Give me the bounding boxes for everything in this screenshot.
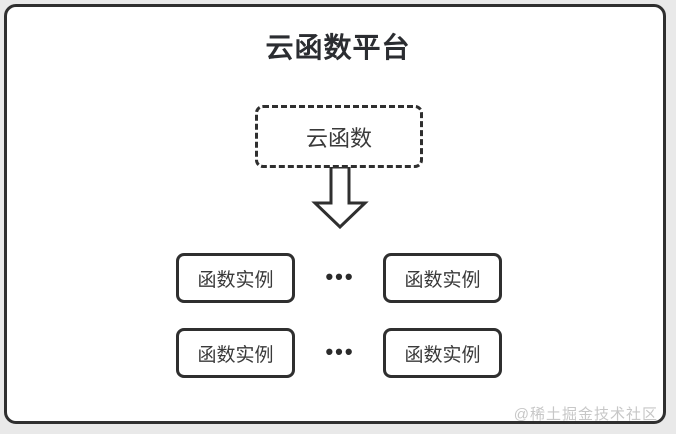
function-instance-label: 函数实例 [404,344,481,366]
page-title: 云函数平台 [265,32,411,63]
function-instance-node: 函数实例 [176,328,295,378]
watermark-text: @稀土掘金技术社区 [513,406,658,423]
function-instance-label: 函数实例 [404,269,481,291]
ellipsis-row-1: ••• [325,264,355,289]
ellipsis-row-2: ••• [325,339,355,364]
function-instance-node: 函数实例 [383,253,502,303]
cloud-function-node: 云函数 [255,105,423,168]
cloud-function-label: 云函数 [305,125,372,151]
function-instance-node: 函数实例 [383,328,502,378]
down-arrow-icon [311,167,369,229]
function-instance-label: 函数实例 [197,344,274,366]
function-instance-label: 函数实例 [197,269,274,291]
function-instance-node: 函数实例 [176,253,295,303]
